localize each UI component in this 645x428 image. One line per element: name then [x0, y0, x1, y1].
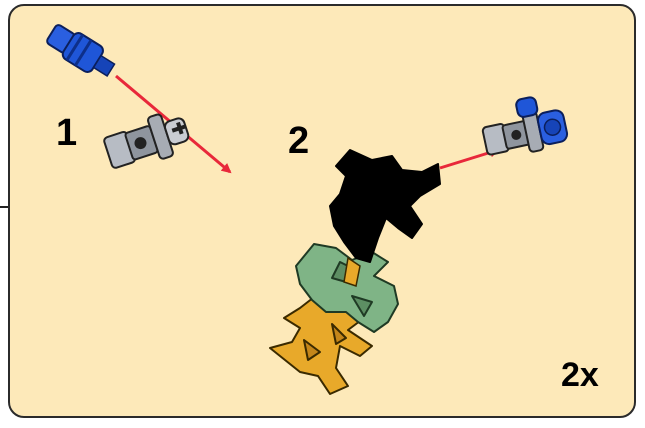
blue-axle-pin-icon — [46, 24, 116, 77]
left-edge-line — [0, 206, 12, 208]
step-number-1: 1 — [56, 112, 78, 154]
yellow-claw-icon — [343, 256, 361, 287]
black-claw-icon — [329, 149, 441, 263]
gray-cross-connector-icon — [103, 113, 190, 169]
step-number-2: 2 — [288, 120, 310, 162]
quantity-multiplier: 2x — [561, 356, 599, 394]
assembled-connector-icon — [481, 96, 569, 156]
yellow-claw-icon — [269, 293, 373, 395]
